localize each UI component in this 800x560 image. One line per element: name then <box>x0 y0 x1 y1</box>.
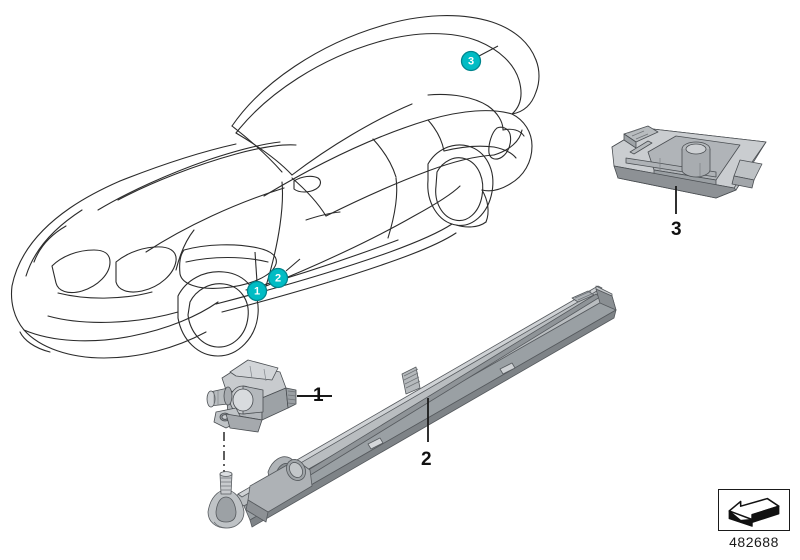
part-label-1: 1 <box>313 385 324 406</box>
part-label-3: 3 <box>671 219 682 240</box>
3d-arrow-icon <box>728 497 780 527</box>
callout-1-label: 1 <box>254 286 260 298</box>
part-label-2: 2 <box>421 449 432 470</box>
callout-1[interactable]: 1 <box>246 280 268 302</box>
callout-2-label: 2 <box>275 273 281 285</box>
callout-3[interactable]: 3 <box>460 50 482 72</box>
callout-3-label: 3 <box>468 56 474 68</box>
diagram-id-number: 482688 <box>729 534 779 550</box>
orientation-icon-box <box>718 489 790 531</box>
callout-2[interactable]: 2 <box>267 267 289 289</box>
